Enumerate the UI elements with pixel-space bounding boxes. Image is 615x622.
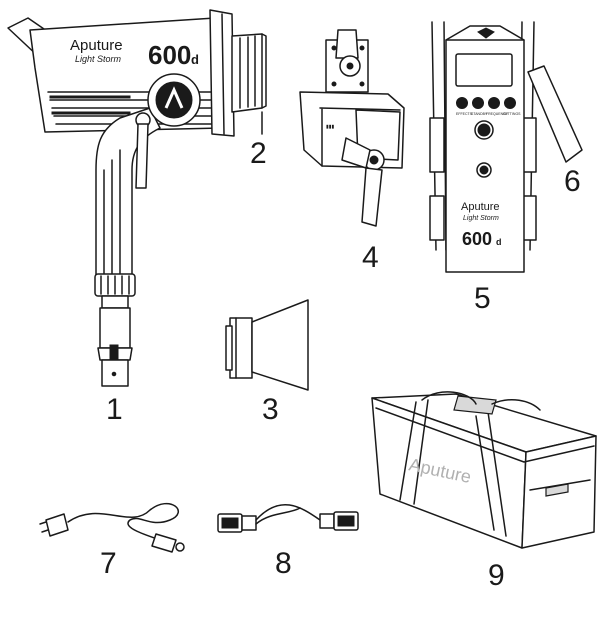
item-number-3: 3 bbox=[262, 393, 279, 426]
item-number-7: 7 bbox=[100, 547, 117, 580]
label-effects: EFFECTS bbox=[456, 112, 473, 116]
label-standby: STANDBY bbox=[471, 112, 488, 116]
yoke-mount-bracket: ▮▮▮ bbox=[299, 29, 405, 227]
item-number-6: 6 bbox=[564, 165, 581, 198]
shoulder-strap bbox=[527, 65, 583, 163]
head-line-text: Light Storm bbox=[75, 54, 122, 64]
item-number-2: 2 bbox=[250, 137, 267, 170]
label-frequency: FREQUENCY bbox=[486, 112, 509, 116]
reflector bbox=[225, 299, 309, 391]
svg-text:▮▮▮: ▮▮▮ bbox=[326, 124, 335, 130]
item-number-9: 9 bbox=[488, 559, 505, 592]
head-cable bbox=[217, 503, 359, 533]
box-model-suffix: d bbox=[496, 237, 502, 247]
control-box: EFFECTS STANDBY FREQUENCY SETTINGS Aputu… bbox=[429, 21, 537, 273]
front-lens-ring bbox=[231, 33, 267, 135]
head-model-suffix: d bbox=[191, 52, 199, 67]
box-line-text: Light Storm bbox=[463, 215, 499, 222]
item-number-4: 4 bbox=[362, 241, 379, 274]
head-brand-text: Aputure bbox=[70, 37, 123, 54]
head-model-text: 600 bbox=[148, 40, 191, 70]
item-number-5: 5 bbox=[474, 282, 491, 315]
box-brand-text: Aputure bbox=[461, 201, 500, 213]
box-model-text: 600 bbox=[462, 229, 492, 249]
carrying-case: Aputure bbox=[371, 391, 597, 549]
item-number-8: 8 bbox=[275, 547, 292, 580]
power-cable bbox=[39, 502, 185, 553]
light-head-yoke: Aputure Light Storm 600 d bbox=[7, 9, 235, 387]
item-number-1: 1 bbox=[106, 393, 123, 426]
label-settings: SETTINGS bbox=[503, 112, 521, 116]
